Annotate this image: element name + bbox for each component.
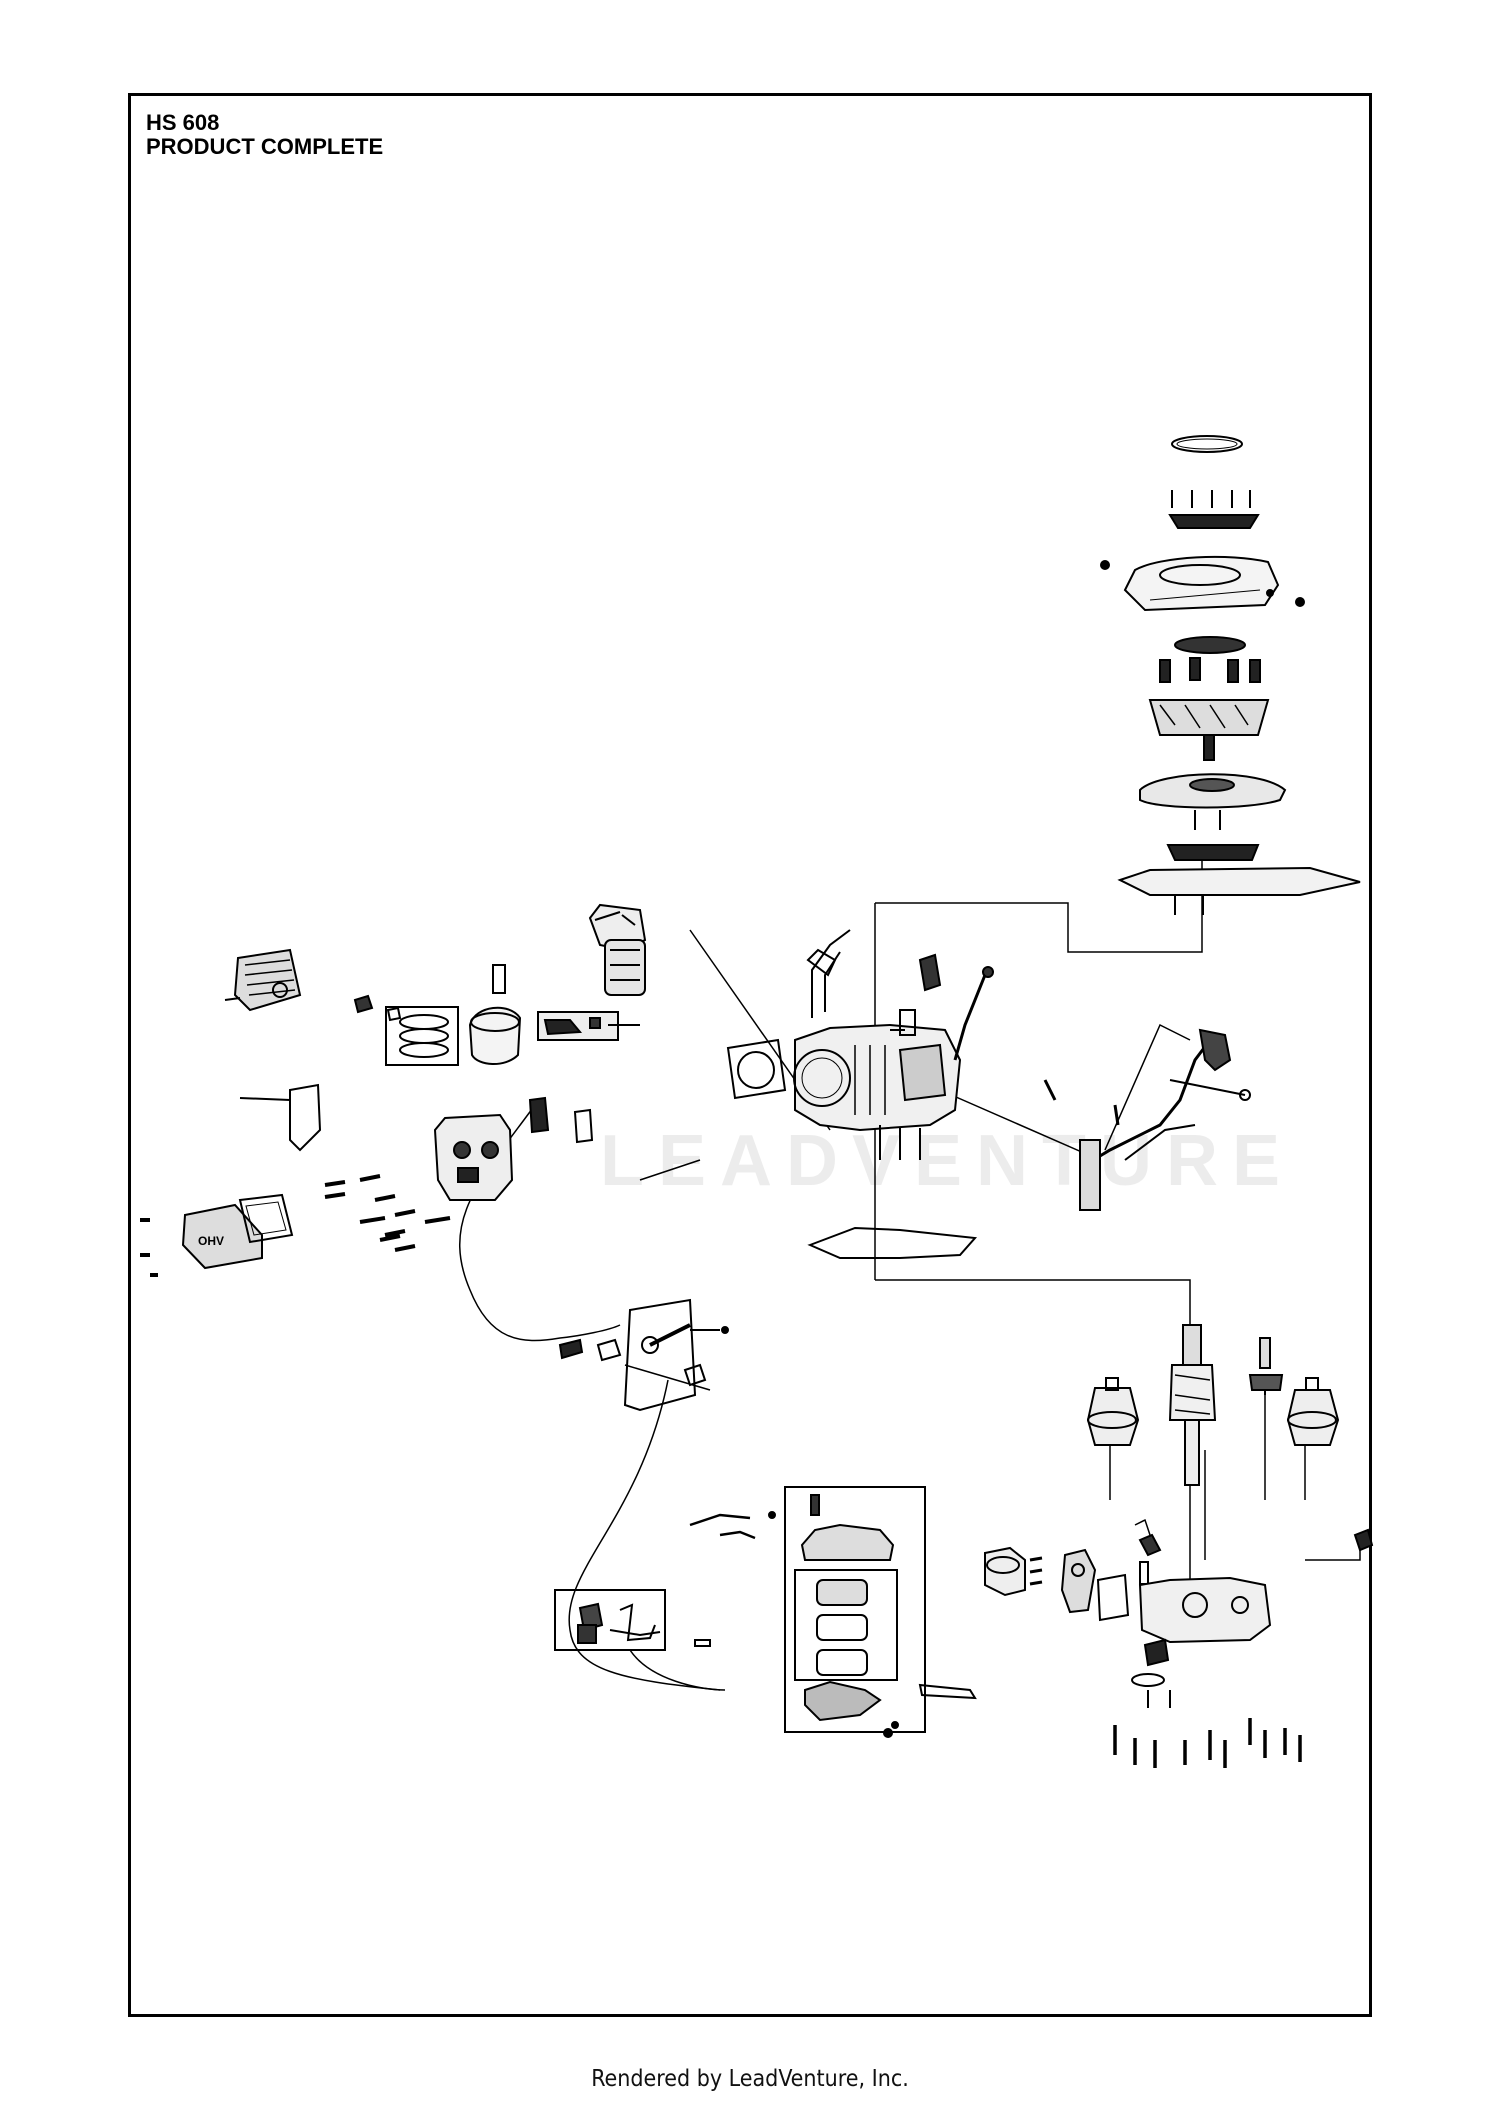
muffler-icon [224,948,402,1022]
svg-text:OHV: OHV [198,1234,224,1248]
diagram-frame [128,93,1372,2017]
diagram-title-block: HS 608 PRODUCT COMPLETE [146,111,383,159]
fan-screen-icon [1168,490,1260,529]
diagram-title: PRODUCT COMPLETE [146,134,384,159]
crankshaft-icon [1168,1324,1217,1486]
cylinder-head-icon [433,1096,594,1201]
blower-housing-icon [1100,555,1305,612]
base-plate-icon [1117,866,1361,915]
camshaft-icon [1086,1337,1340,1446]
gasket-ring-icon [1171,435,1243,453]
connecting-rod-icon [537,1011,640,1041]
crankcase-cover-icon [1131,1528,1374,1708]
reference-lines [459,860,1361,1691]
ring-gear-icon [1139,773,1287,830]
carburetor-icon [554,1589,666,1651]
piston-icon [468,964,522,1065]
model-number: HS 608 [146,110,220,135]
lower-bolts [1113,1718,1302,1768]
bolt-icon [140,1174,451,1277]
cylinder-gasket-icon [726,1038,787,1100]
flywheel-icon [1148,636,1270,761]
intake-manifold-icon [558,1298,729,1412]
cylinder-block-icon [793,1023,962,1160]
dipstick-icon [890,953,994,1061]
air-filter-icon [784,1486,977,1738]
valve-cover-icon: OHV [181,1193,294,1270]
watermark-text: LEADVENTURE [600,1121,1295,1201]
oil-filter-icon [984,1546,1043,1597]
oil-pump-icon [1060,1518,1162,1622]
ignition-coil-icon [588,903,647,996]
stator-icon [1166,844,1260,861]
muffler-bracket-icon [239,1083,322,1152]
piston-ring-set-icon [385,1006,459,1066]
governor-linkage-icon [1043,1028,1251,1211]
choke-linkage-icon [689,1511,776,1647]
footer-credit: Rendered by LeadVenture, Inc. [591,2066,909,2092]
gasket-seal-icon [807,1226,978,1259]
breather-tube-icon [806,929,851,1018]
